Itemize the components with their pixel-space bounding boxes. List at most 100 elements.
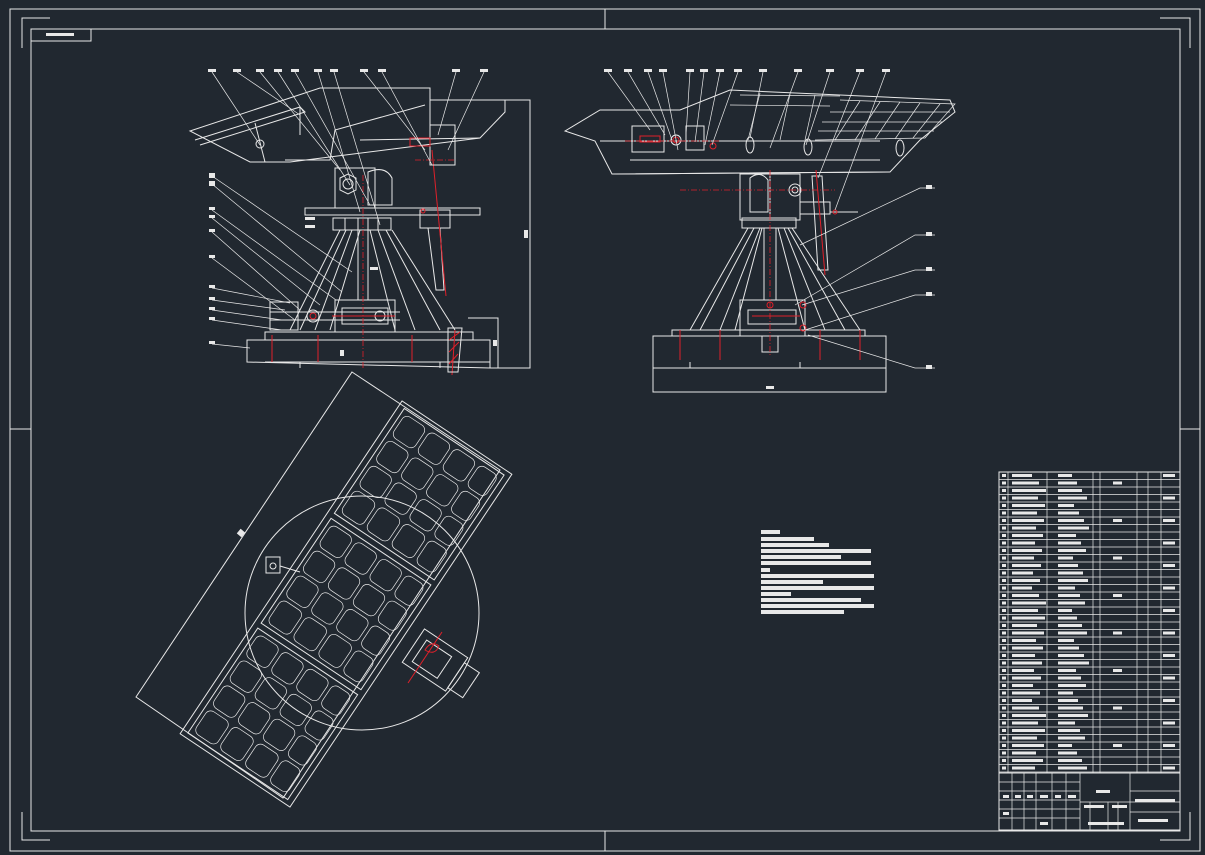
top-view bbox=[135, 371, 513, 808]
parts-cell-bar bbox=[1002, 766, 1006, 770]
parts-cell-bar bbox=[1012, 759, 1043, 762]
parts-cell-bar bbox=[1012, 684, 1033, 687]
parts-cell-bar bbox=[1058, 616, 1077, 620]
parts-cell-bar bbox=[1012, 714, 1046, 717]
side-view-leaders bbox=[604, 69, 935, 369]
parts-cell-bar bbox=[1002, 496, 1006, 500]
parts-cell-bar bbox=[1002, 676, 1006, 680]
parts-cell-bar bbox=[1058, 496, 1087, 500]
parts-cell-bar bbox=[1012, 691, 1040, 695]
parts-cell-bar bbox=[1012, 594, 1039, 597]
parts-cell-bar bbox=[1058, 684, 1086, 687]
parts-cell-bar bbox=[1163, 496, 1175, 500]
parts-cell-bar bbox=[1058, 639, 1074, 642]
front-view bbox=[188, 87, 531, 376]
front-view-leaders bbox=[208, 69, 488, 356]
parts-cell-bar bbox=[1058, 766, 1087, 770]
parts-cell-bar bbox=[1012, 609, 1038, 612]
parts-cell-bar bbox=[1002, 759, 1006, 762]
parts-cell-bar bbox=[1012, 639, 1036, 642]
parts-cell-bar bbox=[1012, 556, 1034, 560]
parts-cell-bar bbox=[1163, 721, 1175, 725]
parts-cell-bar bbox=[1058, 474, 1072, 477]
parts-cell-bar bbox=[1012, 519, 1044, 522]
parts-cell-bar bbox=[1058, 759, 1082, 762]
parts-cell-bar bbox=[1163, 586, 1175, 590]
parts-cell-bar bbox=[1002, 721, 1006, 725]
parts-cell-bar bbox=[1058, 706, 1083, 710]
parts-cell-bar bbox=[1002, 699, 1006, 702]
parts-cell-bar bbox=[1163, 676, 1175, 680]
parts-cell-bar bbox=[1058, 624, 1082, 627]
parts-cell-bar bbox=[1058, 736, 1085, 740]
parts-cell-bar bbox=[1012, 534, 1043, 537]
parts-cell-bar bbox=[1002, 616, 1006, 620]
parts-cell-bar bbox=[1002, 586, 1006, 590]
parts-cell-bar bbox=[1002, 541, 1006, 545]
technical-notes bbox=[761, 530, 874, 614]
parts-cell-bar bbox=[1058, 744, 1072, 747]
parts-cell-bar bbox=[1002, 504, 1006, 507]
parts-cell-bar bbox=[1012, 669, 1034, 672]
parts-cell-bar bbox=[1012, 744, 1044, 747]
drawing-number-tag bbox=[30, 28, 92, 42]
parts-cell-bar bbox=[1012, 616, 1045, 620]
parts-cell-bar bbox=[1058, 609, 1072, 612]
parts-cell-bar bbox=[1002, 601, 1006, 605]
parts-cell-bar bbox=[1002, 706, 1006, 710]
parts-cell-bar bbox=[1058, 541, 1081, 545]
parts-cell-bar bbox=[1113, 556, 1122, 560]
parts-cell-bar bbox=[1002, 564, 1006, 567]
parts-cell-bar bbox=[1002, 646, 1006, 650]
parts-cell-bar bbox=[1113, 594, 1122, 597]
parts-cell-bar bbox=[1058, 549, 1086, 552]
parts-cell-bar bbox=[1163, 631, 1175, 635]
parts-cell-bar bbox=[1058, 654, 1084, 657]
parts-cell-bar bbox=[1163, 699, 1175, 702]
parts-cell-bar bbox=[1012, 586, 1032, 590]
parts-cell-bar bbox=[1058, 691, 1073, 695]
parts-cell-bar bbox=[1012, 504, 1045, 507]
parts-cell-bar bbox=[1012, 729, 1045, 732]
parts-cell-bar bbox=[1002, 534, 1006, 537]
parts-cell-bar bbox=[1012, 661, 1042, 665]
parts-cell-bar bbox=[1113, 706, 1122, 710]
parts-cell-bar bbox=[1012, 571, 1033, 575]
parts-cell-bar bbox=[1012, 496, 1038, 500]
parts-cell-bar bbox=[1012, 511, 1037, 515]
parts-cell-bar bbox=[1002, 691, 1006, 695]
parts-cell-bar bbox=[1012, 541, 1035, 545]
parts-cell-bar bbox=[1058, 631, 1087, 635]
parts-cell-bar bbox=[1002, 511, 1006, 515]
parts-cell-bar bbox=[1058, 571, 1083, 575]
parts-cell-bar bbox=[1058, 586, 1075, 590]
parts-cell-bar bbox=[1002, 736, 1006, 740]
parts-cell-bar bbox=[1002, 639, 1006, 642]
parts-cell-bar bbox=[1163, 654, 1175, 657]
parts-cell-bar bbox=[1163, 609, 1175, 612]
parts-cell-bar bbox=[1002, 549, 1006, 552]
parts-cell-bar bbox=[1012, 766, 1035, 770]
parts-cell-bar bbox=[1012, 474, 1032, 477]
parts-cell-bar bbox=[1012, 549, 1042, 552]
parts-cell-bar bbox=[1002, 556, 1006, 560]
parts-cell-bar bbox=[1058, 504, 1074, 507]
parts-cell-bar bbox=[1012, 706, 1039, 710]
parts-cell-bar bbox=[1012, 751, 1036, 755]
parts-cell-bar bbox=[1058, 511, 1079, 515]
parts-cell-bar bbox=[1002, 661, 1006, 665]
parts-cell-bar bbox=[1012, 699, 1032, 702]
parts-cell-bar bbox=[1012, 736, 1037, 740]
parts-cell-bar bbox=[1002, 474, 1006, 477]
parts-cell-bar bbox=[1012, 564, 1041, 567]
title-block bbox=[998, 772, 1181, 831]
parts-cell-bar bbox=[1012, 646, 1043, 650]
parts-cell-bar bbox=[1002, 571, 1006, 575]
parts-cell-bar bbox=[1113, 519, 1122, 522]
parts-cell-bar bbox=[1163, 519, 1175, 522]
sheet-border bbox=[9, 8, 1201, 852]
parts-cell-bar bbox=[1002, 481, 1006, 485]
parts-cell-bar bbox=[1012, 489, 1046, 492]
parts-cell-bar bbox=[1002, 594, 1006, 597]
